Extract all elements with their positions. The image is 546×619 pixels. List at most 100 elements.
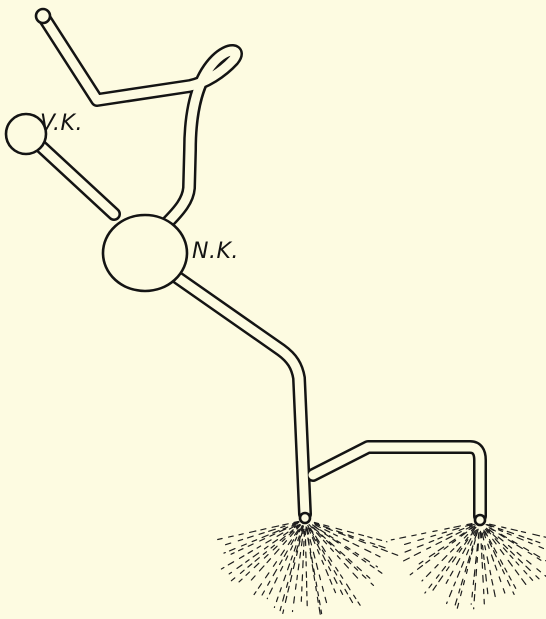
hair-dash — [303, 529, 304, 533]
hair-dash — [268, 581, 270, 585]
hair-dash — [291, 546, 293, 550]
hair-dash — [319, 607, 320, 614]
hair-dash — [221, 568, 224, 570]
left-tube-end — [300, 513, 310, 523]
hair-dash — [347, 584, 351, 590]
hair-dash — [281, 526, 285, 527]
hair-dash — [439, 576, 443, 582]
hair-dash — [309, 525, 312, 528]
hair-dash — [418, 539, 424, 541]
hair-dash — [334, 571, 337, 575]
hair-dash — [438, 537, 442, 539]
hair-dash — [463, 548, 466, 553]
hair-dash — [334, 534, 338, 536]
hair-dash — [269, 529, 276, 531]
hair-dash — [507, 533, 511, 535]
hair-dash — [229, 536, 234, 537]
hair-dash — [240, 570, 244, 573]
hair-dash — [515, 570, 519, 575]
hair-dash — [248, 544, 253, 546]
hair-dash — [488, 544, 489, 548]
hair-dash — [530, 577, 533, 580]
hair-dash — [321, 610, 322, 614]
hair-dash — [322, 560, 324, 564]
hair-dash — [310, 549, 311, 553]
right-hair-tuft — [391, 524, 546, 609]
hair-dash — [500, 550, 504, 555]
hair-dash — [485, 546, 486, 550]
hair-dash — [273, 546, 277, 550]
hair-dash — [484, 555, 485, 560]
hair-dash — [417, 545, 423, 547]
hair-dash — [436, 575, 439, 578]
hair-dash — [224, 553, 225, 554]
hair-dash — [308, 539, 309, 543]
hair-dash — [218, 539, 222, 540]
hair-dash — [472, 592, 473, 597]
hair-dash — [231, 553, 234, 554]
hair-dash — [310, 552, 311, 558]
hair-dash — [457, 571, 459, 577]
hair-dash — [273, 540, 278, 543]
hair-dash — [325, 534, 330, 537]
hair-dash — [310, 540, 311, 545]
hair-dash — [275, 549, 279, 554]
hair-dash — [511, 529, 517, 530]
hair-dash — [248, 564, 252, 567]
hair-dash — [326, 570, 328, 576]
hair-dash — [435, 565, 438, 568]
hair-dash — [325, 597, 326, 602]
hair-dash — [522, 579, 526, 585]
hair-dash — [513, 592, 514, 595]
hair-dash — [294, 597, 295, 603]
nk-label: N.K. — [192, 239, 239, 264]
hair-dash — [524, 548, 529, 551]
hair-dash — [464, 581, 465, 585]
hair-dash — [341, 575, 343, 578]
hair-dash — [300, 553, 301, 559]
hair-dash — [275, 578, 278, 583]
hair-dash — [518, 559, 522, 563]
hair-dash — [503, 570, 505, 574]
hair-dash — [262, 591, 264, 595]
hair-dash — [376, 566, 377, 567]
hair-dash — [246, 560, 249, 562]
hair-dash — [422, 580, 423, 581]
hair-dash — [266, 540, 271, 543]
hair-dash — [344, 564, 348, 569]
hair-dash — [444, 546, 448, 549]
hair-dash — [503, 548, 507, 552]
hair-dash — [324, 525, 329, 526]
hair-dash — [425, 592, 426, 593]
hair-dash — [280, 588, 281, 592]
hair-dash — [509, 576, 511, 580]
hair-dash — [283, 524, 288, 525]
hair-dash — [461, 579, 463, 585]
hair-dash — [255, 558, 259, 562]
hair-dash — [359, 541, 366, 544]
hair-dash — [293, 563, 294, 569]
vk-label: V.K. — [40, 111, 83, 136]
hair-dash — [317, 544, 320, 550]
hair-dash — [483, 545, 484, 549]
hair-dash — [262, 535, 268, 538]
hair-dash — [517, 545, 522, 548]
hair-dash — [362, 575, 366, 578]
hair-dash — [426, 560, 430, 563]
hair-dash — [370, 565, 374, 568]
hair-dash — [295, 537, 297, 541]
hair-dash — [252, 540, 256, 542]
hair-dash — [462, 562, 464, 567]
hair-dash — [405, 543, 411, 545]
hair-dash — [362, 559, 366, 562]
hair-dash — [367, 575, 370, 578]
hair-dash — [451, 549, 454, 552]
hair-dash — [259, 533, 264, 535]
hair-dash — [433, 531, 437, 532]
hair-dash — [447, 533, 452, 535]
hair-dash — [450, 571, 453, 576]
hair-dash — [459, 589, 460, 593]
hair-dash — [433, 585, 436, 590]
hair-dash — [476, 557, 477, 564]
hair-dash — [316, 587, 317, 591]
